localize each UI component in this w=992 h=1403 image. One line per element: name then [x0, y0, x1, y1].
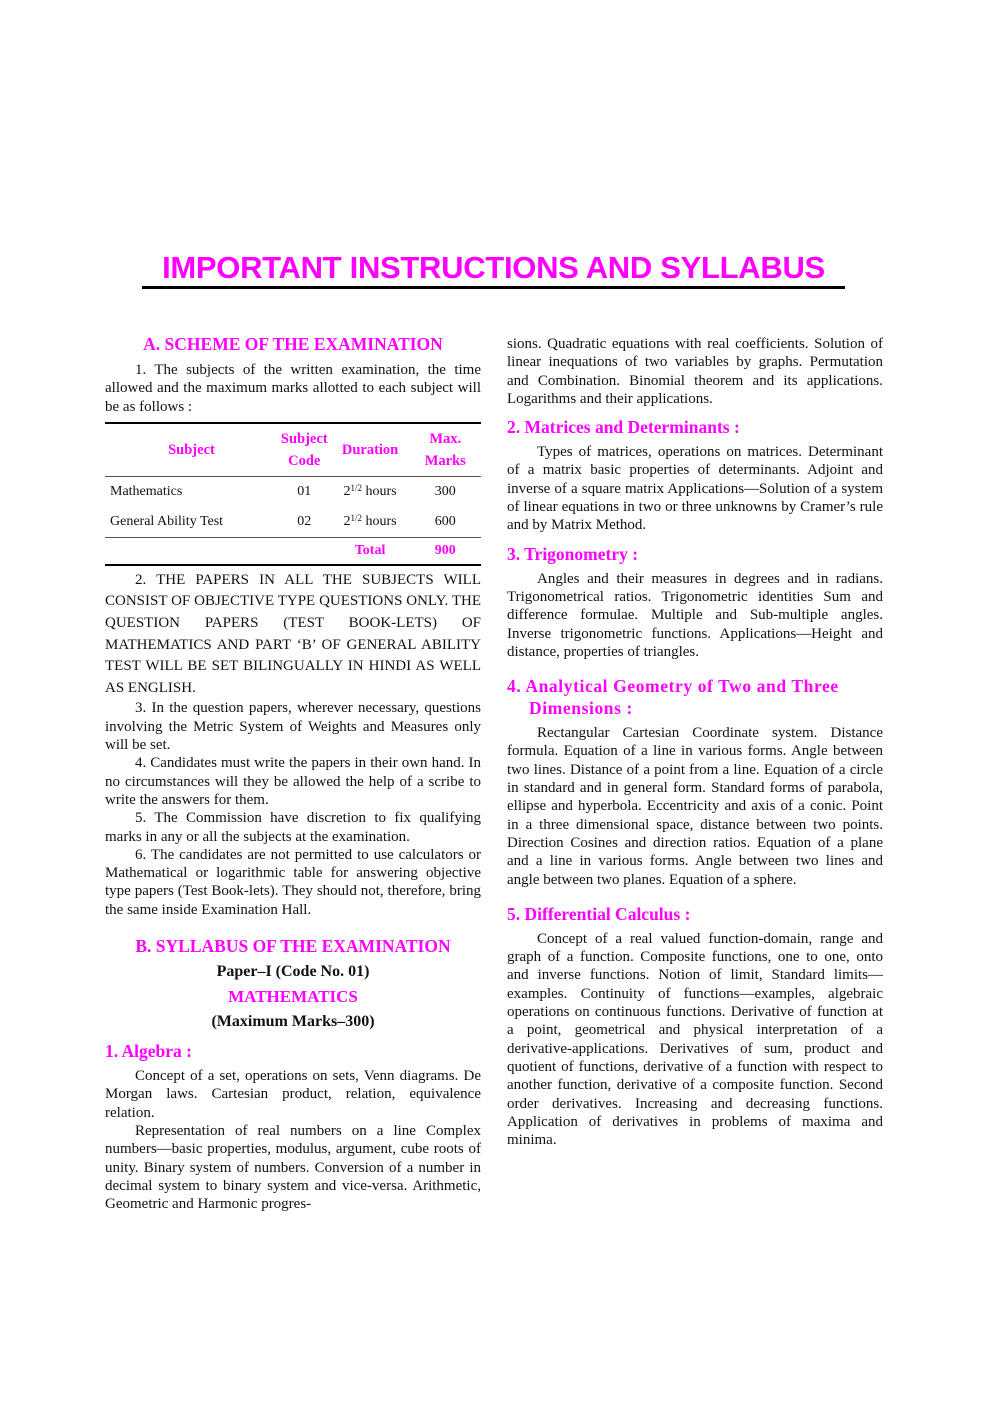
- duration-fraction: 1/2: [350, 482, 362, 493]
- instruction-2: 2. THE PAPERS IN ALL THE SUBJECTS WILL C…: [105, 571, 481, 696]
- scheme-heading: A. SCHEME OF THE EXAMINATION: [143, 334, 443, 354]
- cell-subject: General Ability Test: [110, 513, 224, 529]
- exam-scheme-table: Subject Subject Code Duration Max. Marks…: [105, 421, 481, 566]
- cell-code: 02: [297, 513, 312, 529]
- algebra-continued: sions. Quadratic equations with real coe…: [507, 336, 883, 407]
- algebra-para: Concept of a set, operations on sets, Ve…: [105, 1068, 481, 1121]
- section-text-trigonometry: Angles and their measures in degrees and…: [507, 570, 883, 660]
- header-marks: Max. Marks: [409, 422, 481, 477]
- section-text-matrices: Types of matrices, operations on matrice…: [507, 444, 883, 534]
- section-heading-geometry: 4. Analytical Geometry of Two and Three …: [507, 676, 839, 719]
- section-text-geometry: Rectangular Cartesian Coordinate system.…: [507, 725, 883, 888]
- section-heading-matrices: 2. Matrices and Determinants :: [507, 417, 740, 438]
- cell-subject: Mathematics: [110, 483, 183, 499]
- page-title: IMPORTANT INSTRUCTIONS AND SYLLABUS: [162, 250, 825, 285]
- left-column: A. SCHEME OF THE EXAMINATION 1. The subj…: [105, 333, 481, 1213]
- duration-unit: hours: [365, 483, 397, 499]
- scheme-intro: 1. The subjects of the written examinati…: [105, 362, 481, 415]
- instruction-4: 4. Candidates must write the papers in t…: [105, 755, 481, 808]
- syllabus-heading: B. SYLLABUS OF THE EXAMINATION: [135, 936, 451, 957]
- table-row: General Ability Test 02 21/2 hours 600: [105, 507, 481, 538]
- section-text-calculus: Concept of a real valued function-domain…: [507, 930, 883, 1149]
- table-total-row: Total 900: [105, 536, 481, 565]
- algebra-para: Representation of real numbers on a line…: [105, 1122, 481, 1213]
- instruction-3: 3. In the question papers, wherever nece…: [105, 700, 481, 754]
- duration-whole: 2: [343, 513, 351, 529]
- paper-label: Paper–I (Code No. 01): [216, 963, 370, 981]
- cell-duration: 21/2 hours: [331, 507, 410, 538]
- total-label: Total: [330, 536, 410, 565]
- instruction-6: 6. The candidates are not permitted to u…: [105, 846, 481, 918]
- subject-label: MATHEMATICS: [228, 987, 358, 1007]
- instruction-5: 5. The Commission have discretion to fix…: [105, 810, 481, 845]
- header-subject: Subject: [105, 422, 278, 477]
- section-heading-calculus: 5. Differential Calculus :: [507, 903, 691, 924]
- cell-duration: 21/2 hours: [331, 476, 410, 507]
- max-marks-label: (Maximum Marks–300): [211, 1013, 375, 1031]
- duration-fraction: 1/2: [350, 512, 362, 523]
- right-column: sions. Quadratic equations with real coe…: [507, 335, 883, 1149]
- table-header-row: Subject Subject Code Duration Max. Marks: [105, 422, 481, 477]
- cell-marks: 600: [434, 513, 456, 529]
- header-duration: Duration: [330, 422, 410, 477]
- header-code: Subject Code: [277, 422, 331, 477]
- duration-unit: hours: [365, 513, 397, 529]
- section-heading-trigonometry: 3. Trigonometry :: [507, 543, 639, 564]
- total-value: 900: [409, 536, 481, 565]
- duration-whole: 2: [343, 483, 351, 499]
- cell-code: 01: [297, 483, 312, 499]
- title-underline: [142, 286, 845, 289]
- cell-marks: 300: [434, 483, 456, 499]
- algebra-heading: 1. Algebra :: [105, 1041, 193, 1062]
- table-row: Mathematics 01 21/2 hours 300: [105, 476, 481, 507]
